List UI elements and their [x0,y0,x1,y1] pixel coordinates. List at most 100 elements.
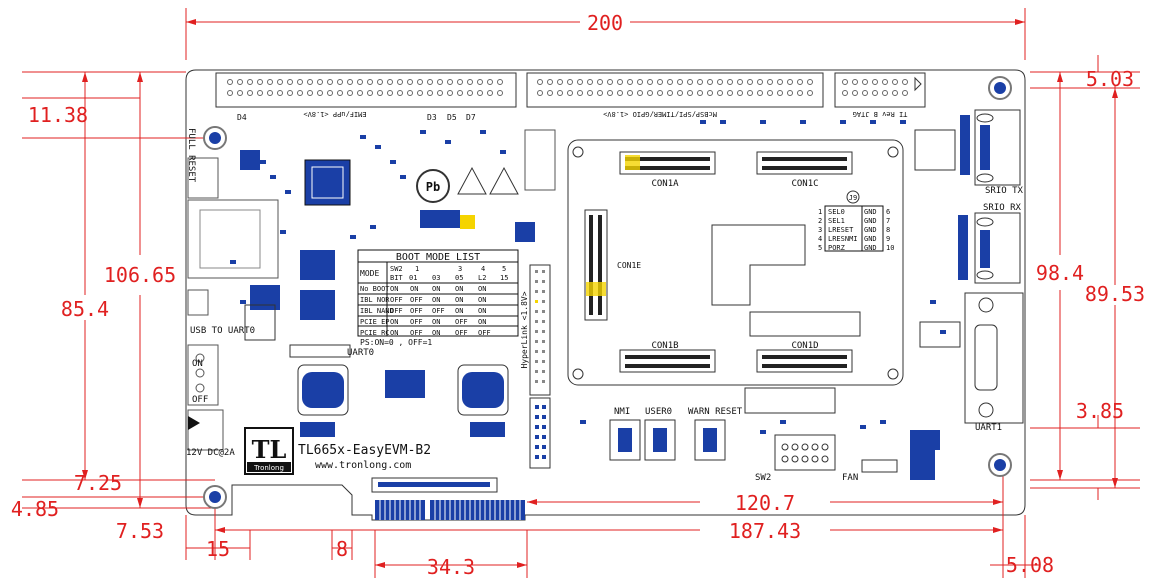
dim-height-large: 106.65 [104,263,176,287]
j9-cell: GND [864,235,877,243]
right-connectors [914,109,1024,424]
j9-cell: GND [864,217,877,225]
boot-sub-2: 05 [455,274,463,282]
con1d-label: CON1D [791,341,818,351]
boot-row-value: ON [478,285,486,293]
logo-word: Tronlong [253,464,284,472]
boot-row-value: ON [455,296,463,304]
dim-bottom-b: 187.43 [729,519,801,543]
hyperlink-connector: HyperLink <1.8V> [520,264,551,469]
j9-cell: 4 [818,235,822,243]
boot-row-value: OFF [410,318,423,326]
boot-row-value: ON [432,285,440,293]
tronlong-logo: TL Tronlong [244,427,294,475]
full-reset-label: FULL RESET [186,128,196,183]
boot-bit-1: 1 [415,265,419,273]
dim-left-small-b: 4.85 [11,497,59,521]
boot-row-value: ON [390,329,398,337]
boot-row-value: ON [410,285,418,293]
dimension-arrows [82,19,1118,568]
buttons [609,387,898,473]
j9-cell: 6 [886,208,890,216]
dim-top-width: 200 [587,11,623,35]
j9-label: J9 [849,194,857,202]
con1e-label: CON1E [617,261,641,270]
j9-cell: 10 [886,244,894,252]
fan-label: FAN [842,473,858,483]
dim-bottom-a: 120.7 [735,491,795,515]
boot-row-value: OFF [455,318,468,326]
boot-row-value: ON [390,285,398,293]
j9-cell: GND [864,226,877,234]
j9-cell: 8 [886,226,890,234]
boot-row-mode: IBL NAND [360,307,394,315]
j9-cell: 7 [886,217,890,225]
dim-right-top-offset: 5.03 [1086,67,1134,91]
uart0-label: UART0 [347,348,374,358]
small-components [230,120,946,434]
j9-cell: 1 [818,208,822,216]
dim-bottom-right: 5.08 [1006,553,1054,577]
dim-bottom-34: 34.3 [427,555,475,579]
dim-height-mid: 85.4 [61,297,109,321]
header-emif: EMIF/uPP <1.8V> [215,72,517,118]
boot-footnote: PS:ON=0 , OFF=1 [360,338,432,347]
dim-left-small-a: 7.25 [74,471,122,495]
j9-cell: 2 [818,217,822,225]
j9-cell: GND [864,208,877,216]
j9-cell: 3 [818,226,822,234]
dc-12v-label: 12V DC@2A [186,448,235,458]
d5-label: D5 [447,113,457,122]
boot-row-value: ON [390,318,398,326]
boot-bit-3: 3 [458,265,462,273]
boot-row-value: ON [478,296,486,304]
dim-bottom-8: 8 [336,537,348,561]
j9-cell: 9 [886,235,890,243]
dimension-lines [22,8,1140,578]
j9-cell: LRESET [828,226,854,234]
power-area [244,304,509,437]
boot-row-value: OFF [410,329,423,337]
boot-row-value: OFF [410,296,423,304]
dim-bottom-15: 15 [206,537,230,561]
uart1-label: UART1 [975,423,1002,433]
con1b-label: CON1B [651,341,678,351]
boot-row-value: ON [478,307,486,315]
boot-row-value: ON [455,307,463,315]
boot-row-value: ON [432,329,440,337]
left-connectors [187,157,279,451]
board-title: TL665x-EasyEVM-B2 [298,443,431,458]
boot-row-value: OFF [432,307,445,315]
boot-row-value: OFF [390,296,403,304]
core-module: CON1A CON1C CON1E CON1B CON1D [567,139,904,386]
boot-row-value: ON [478,318,486,326]
dim-right-height-b: 89.53 [1085,282,1145,306]
boot-row-value: OFF [455,329,468,337]
sw2-label: SW2 [755,473,771,483]
boot-header-sw2: SW2 [390,265,403,273]
hyperlink-label: HyperLink <1.8V> [520,291,529,368]
mcbsp-label: McBSP/SPI/TIMER/GPIO <1.8V> [603,110,717,118]
emif-label: EMIF/uPP <1.8V> [303,110,366,118]
j9-cell: SEL1 [828,217,845,225]
boot-sub-1: 03 [432,274,440,282]
boot-row-value: OFF [478,329,491,337]
user0-label: USER0 [645,407,672,417]
j9-cell: LRESNMI [828,235,858,243]
header-mcbsp: McBSP/SPI/TIMER/GPIO <1.8V> [526,72,824,118]
dim-right-height-a: 98.4 [1036,261,1084,285]
j9-cell: 5 [818,244,822,252]
boot-row-value: ON [432,296,440,304]
boot-bit-5: 5 [502,265,506,273]
boot-row-value: OFF [410,307,423,315]
boot-row-mode: PCIE RC [360,329,390,337]
off-label: OFF [192,395,208,405]
boot-sub-0: 01 [409,274,417,282]
boot-bit-4: 4 [481,265,485,273]
d3-label: D3 [427,113,437,122]
header-jtag: TI Rev B JTAG [834,72,926,118]
j9-cell: GND [864,244,877,252]
srio-tx-label: SRIO TX [985,186,1024,196]
